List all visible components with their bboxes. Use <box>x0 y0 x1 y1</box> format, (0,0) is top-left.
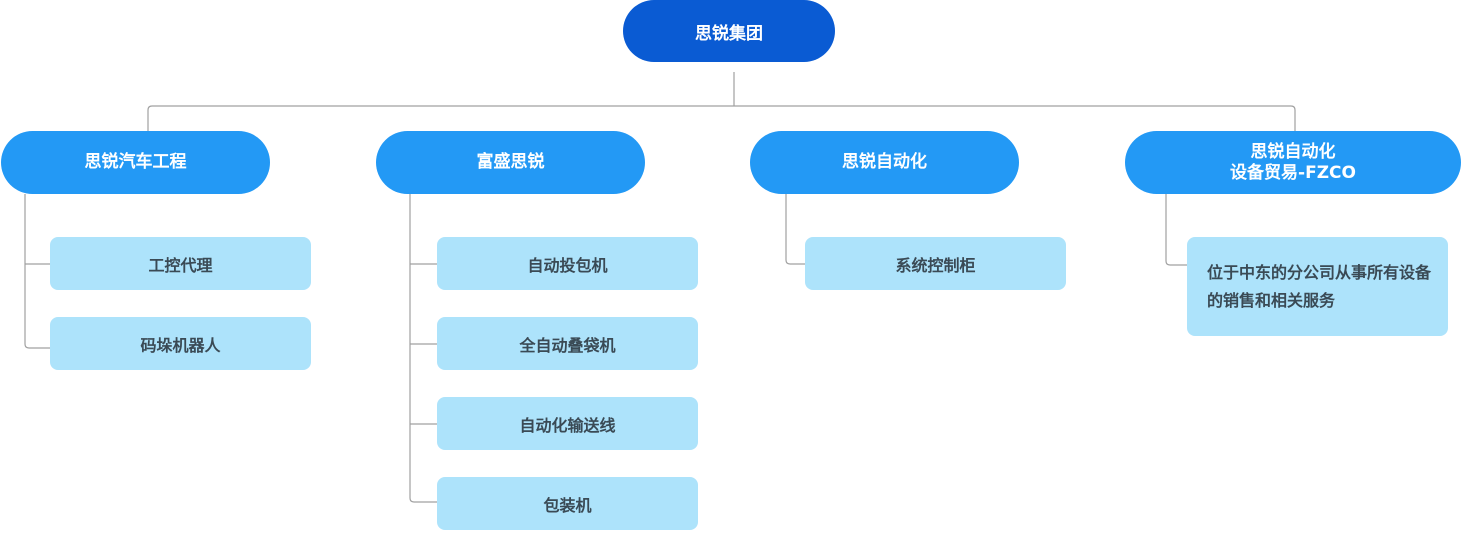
root-node[interactable]: 思锐集团 <box>623 0 835 62</box>
child-node[interactable]: 自动化输送线 <box>437 397 698 450</box>
branch-node-automation[interactable]: 思锐自动化 <box>750 131 1019 194</box>
child-node[interactable]: 包装机 <box>437 477 698 530</box>
branch-node-fzco[interactable]: 思锐自动化 设备贸易-FZCO <box>1125 131 1461 194</box>
branch-label-line2: 设备贸易-FZCO <box>1230 162 1356 183</box>
branch-label-line1: 思锐自动化 <box>1250 141 1336 162</box>
child-node[interactable]: 系统控制柜 <box>805 237 1066 290</box>
child-node-description[interactable]: 位于中东的分公司从事所有设备的销售和相关服务 <box>1187 237 1448 336</box>
child-node[interactable]: 全自动叠袋机 <box>437 317 698 370</box>
branch-node-fusheng[interactable]: 富盛思锐 <box>376 131 645 194</box>
child-node[interactable]: 码垛机器人 <box>50 317 311 370</box>
child-node[interactable]: 工控代理 <box>50 237 311 290</box>
branch-node-auto-engineering[interactable]: 思锐汽车工程 <box>1 131 270 194</box>
child-node[interactable]: 自动投包机 <box>437 237 698 290</box>
